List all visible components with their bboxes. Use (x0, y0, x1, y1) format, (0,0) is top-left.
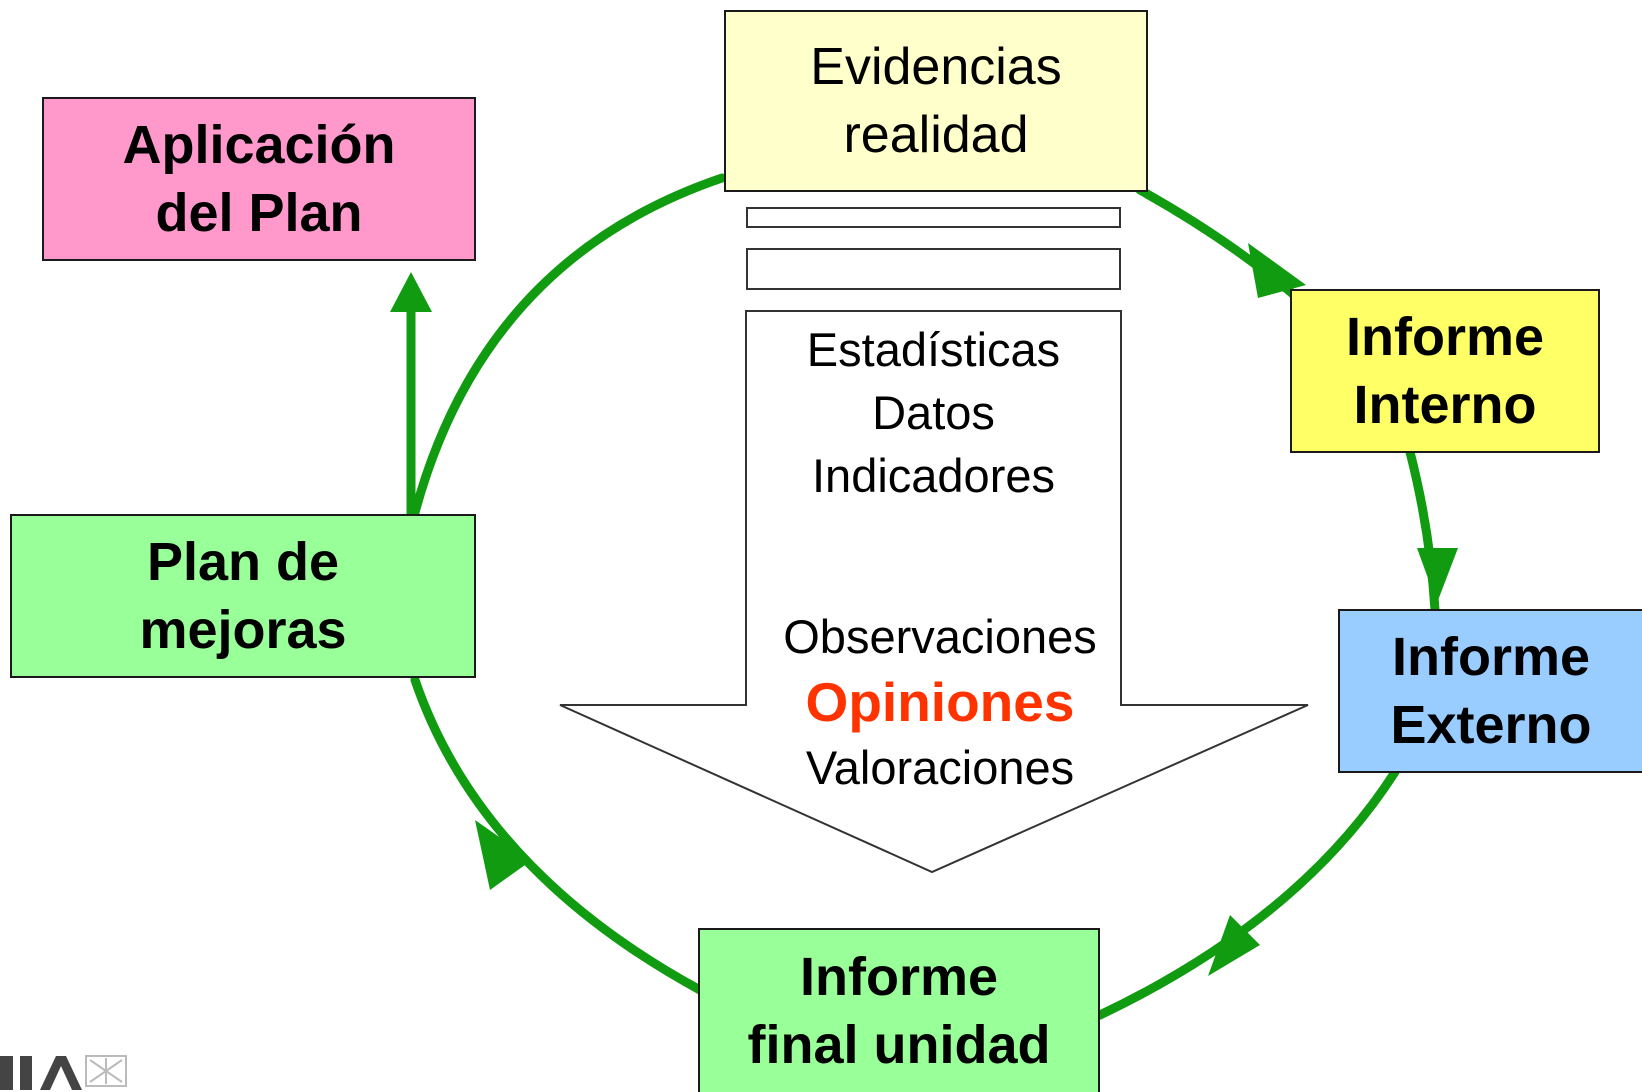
arrow-upper-item: Indicadores (812, 449, 1055, 502)
arrow-lower-item: Valoraciones (805, 741, 1075, 794)
arrow-lower-list: Observaciones Opiniones Valoraciones (740, 605, 1140, 799)
arrowhead-to-plan-mejoras (475, 820, 532, 890)
arrow-lower-item-highlight: Opiniones (805, 671, 1075, 733)
node-evidencias-line1: Evidencias (810, 38, 1062, 96)
node-informe-externo: Informe Externo (1338, 609, 1642, 773)
node-plan-mejoras-line1: Plan de (146, 532, 340, 592)
down-arrow-outline (559, 310, 1309, 874)
arrow-bar-middle (746, 248, 1121, 290)
arc-informe-externo-to-informe-final (1095, 767, 1400, 1020)
arrowhead-to-aplicacion (390, 272, 432, 312)
node-plan-mejoras: Plan de mejoras (10, 514, 476, 678)
arrowhead-to-informe-interno (1248, 243, 1306, 298)
logo-icon (0, 1055, 127, 1090)
arrowheads (390, 243, 1458, 976)
arrowhead-to-informe-externo (1417, 548, 1458, 603)
node-aplicacion-line1: Aplicación (122, 115, 396, 175)
node-informe-final: Informe final unidad (698, 928, 1100, 1092)
node-informe-externo-line2: Externo (1390, 695, 1592, 755)
arrow-bar-top (746, 207, 1121, 228)
node-evidencias-line2: realidad (843, 106, 1029, 164)
arrow-upper-item: Datos (872, 386, 995, 439)
node-aplicacion: Aplicación del Plan (42, 97, 476, 261)
arrow-lower-item: Observaciones (783, 610, 1097, 663)
node-plan-mejoras-line2: mejoras (139, 600, 347, 660)
arrow-upper-list: Estadísticas Datos Indicadores (746, 318, 1121, 507)
node-informe-interno: Informe Interno (1290, 289, 1600, 453)
node-informe-final-line1: Informe (799, 947, 999, 1007)
node-informe-externo-line1: Informe (1391, 627, 1591, 687)
node-aplicacion-line2: del Plan (155, 183, 363, 243)
node-evidencias: Evidencias realidad (724, 10, 1148, 192)
arrow-upper-item: Estadísticas (806, 323, 1061, 376)
node-informe-interno-line2: Interno (1353, 375, 1537, 435)
cycle-arcs (406, 173, 1440, 1020)
node-informe-interno-line1: Informe (1345, 307, 1545, 367)
arrowhead-to-informe-final (1208, 915, 1260, 976)
arc-plan-mejoras-to-evidencias (408, 173, 727, 525)
node-informe-final-line2: final unidad (747, 1015, 1051, 1075)
